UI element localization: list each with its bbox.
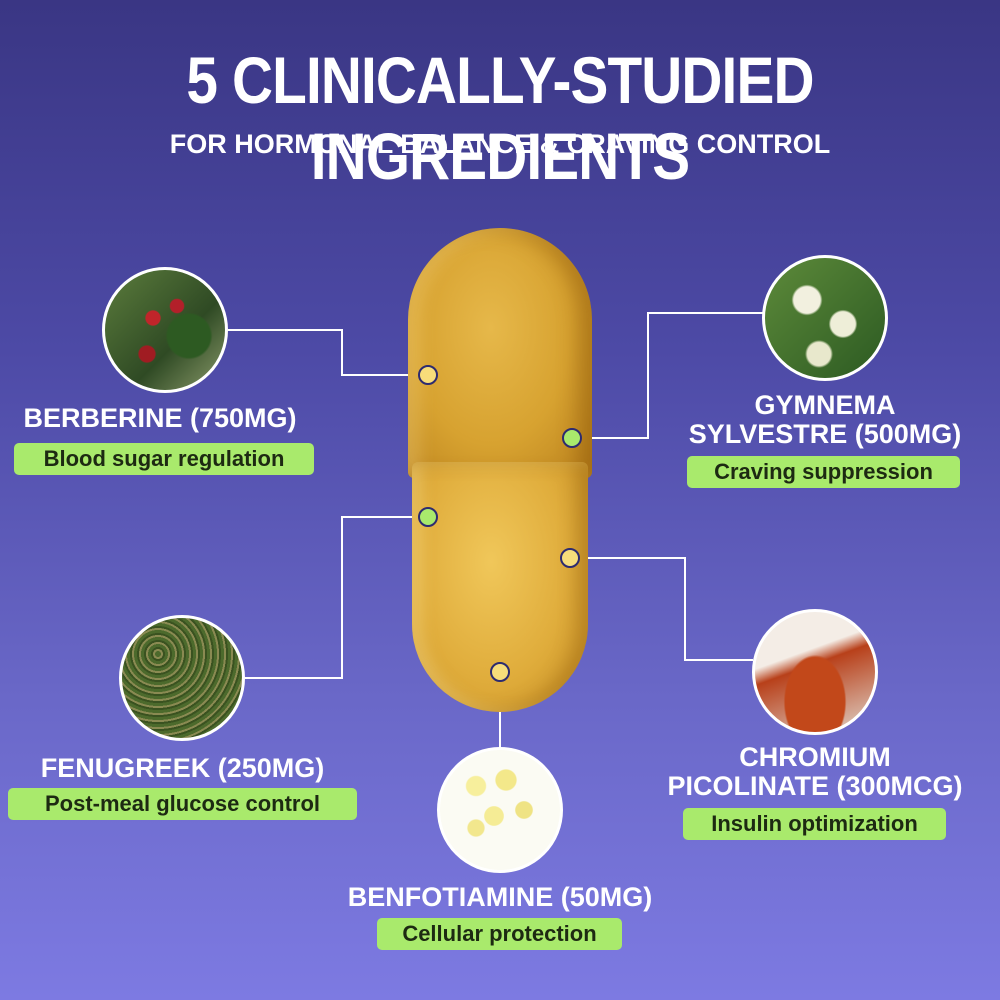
berberine-name: BERBERINE (750MG) [23,403,297,433]
chromium-benefit: Insulin optimization [683,808,946,840]
benfotiamine-photo [437,747,563,873]
gymnema-benefit: Craving suppression [687,456,960,488]
fenugreek-benefit: Post-meal glucose control [8,788,357,820]
benfotiamine-name: BENFOTIAMINE (50MG) [347,882,653,912]
connector-dot [490,662,510,682]
gymnema-photo [762,255,888,381]
fenugreek-photo [119,615,245,741]
connector-dot [562,428,582,448]
page-subtitle: FOR HORMONAL BALANCE & CRAVING CONTROL [169,129,831,159]
page-title: 5 CLINICALLY-STUDIED INGREDIENTS [186,43,814,193]
connector-dot [560,548,580,568]
chromium-name-line1: CHROMIUM [739,742,891,772]
berberine-benefit: Blood sugar regulation [14,443,314,475]
fenugreek-name: FENUGREEK (250MG) [40,753,325,783]
gymnema-name-line1: GYMNEMA [754,390,896,420]
chromium-name-line2: PICOLINATE (300MCG) [667,771,963,801]
connector-dot [418,365,438,385]
benfotiamine-benefit: Cellular protection [377,918,622,950]
capsule-top-half [408,228,592,478]
gymnema-name-line2: SYLVESTRE (500MG) [688,419,962,449]
connector-dot [418,507,438,527]
berberine-photo [102,267,228,393]
chromium-photo [752,609,878,735]
